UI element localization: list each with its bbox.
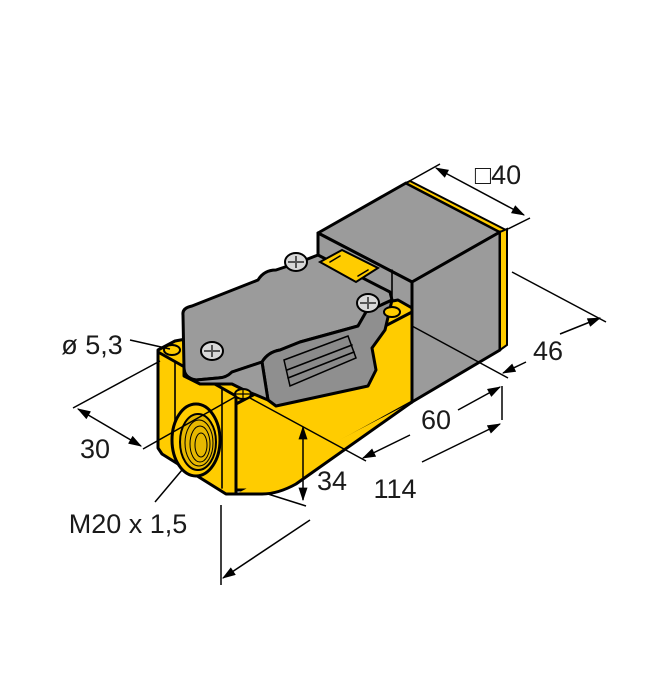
dim-label-thread: M20 x 1,5 <box>69 509 188 539</box>
cable-gland-thread <box>170 402 222 478</box>
dimension-lines <box>72 163 607 585</box>
mounting-hole-icon <box>383 306 401 318</box>
dim-label-mounting-hole: ø 5,3 <box>61 330 123 360</box>
cover-screws <box>200 252 380 361</box>
mounting-hole-icon <box>163 344 181 356</box>
dimension-labels: □40 46 ø 5,3 30 34 60 114 M20 x 1,5 <box>61 160 563 539</box>
dim-label-housing-width: 30 <box>80 434 110 464</box>
dim-label-head-depth: 46 <box>533 336 563 366</box>
dim-label-hole-spacing: 60 <box>421 405 451 435</box>
dim-label-head-square: □40 <box>475 160 521 190</box>
screw-icon <box>284 252 308 272</box>
terminal-cover <box>181 248 394 408</box>
dim-label-overall-length: 114 <box>373 474 416 504</box>
mounting-holes <box>163 306 401 400</box>
screw-icon <box>356 293 380 313</box>
dim-label-housing-height: 34 <box>317 466 347 496</box>
screw-icon <box>200 341 224 361</box>
